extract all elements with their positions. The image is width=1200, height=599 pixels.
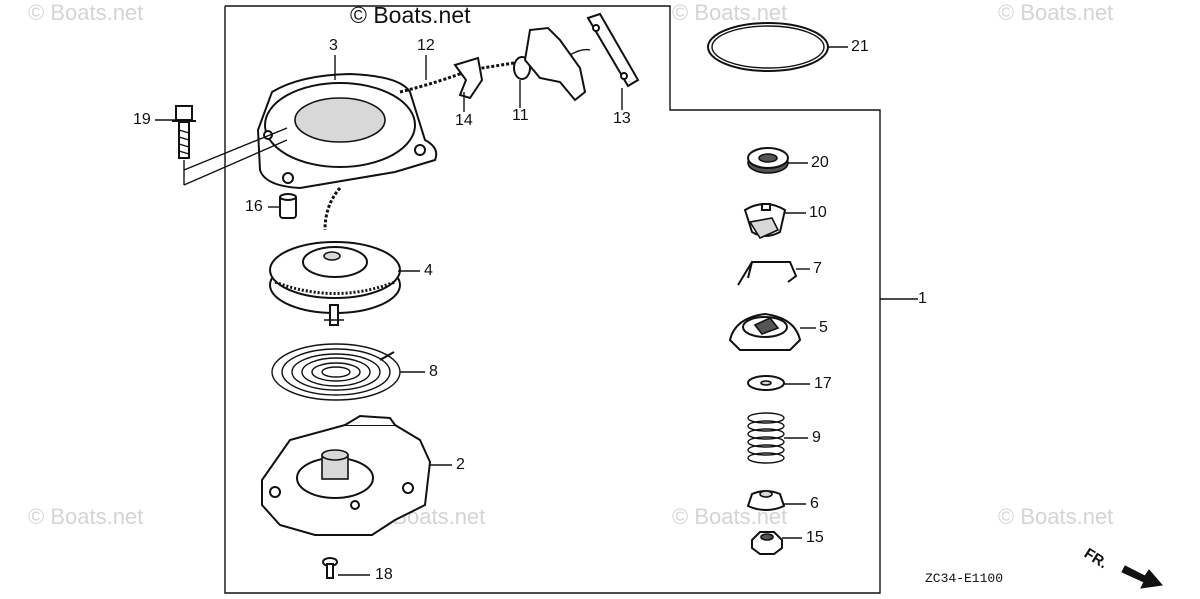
starter-cover-icon xyxy=(256,72,438,190)
callout-18: 18 xyxy=(375,566,393,583)
oil-seal-icon xyxy=(747,147,789,174)
spring-seat-icon xyxy=(746,490,786,511)
watermark: © Boats.net xyxy=(672,0,788,25)
ratchet-icon xyxy=(743,203,787,240)
callout-11: 11 xyxy=(512,107,529,124)
rope-reel-icon xyxy=(269,241,401,326)
callout-20: 20 xyxy=(811,154,829,171)
callout-10: 10 xyxy=(809,204,827,221)
watermark: © Boats.net xyxy=(28,0,144,25)
friction-spring-icon xyxy=(737,261,798,286)
watermark: © Boats.net xyxy=(28,504,144,529)
front-direction-arrow-icon xyxy=(1121,565,1163,589)
collar-icon xyxy=(279,193,297,219)
nut-icon xyxy=(751,531,783,555)
callout-19: 19 xyxy=(133,111,151,128)
starter-grip-icon xyxy=(513,26,591,102)
assembly-bracket-outline xyxy=(224,5,881,594)
callout-21: 21 xyxy=(851,38,869,55)
starter-rope-icon xyxy=(399,60,521,94)
washer-icon xyxy=(747,375,785,391)
grip-plate-icon xyxy=(586,12,640,88)
coil-spring-icon xyxy=(747,412,785,464)
callout-3: 3 xyxy=(329,37,338,54)
callout-6: 6 xyxy=(810,495,819,512)
ratchet-guide-icon xyxy=(728,312,802,351)
callout-7: 7 xyxy=(813,260,822,277)
drawing-code: ZC34-E1100 xyxy=(925,571,1004,586)
callout-15: 15 xyxy=(806,529,824,546)
callout-5: 5 xyxy=(819,319,828,336)
starter-case-icon xyxy=(261,414,432,536)
callout-8: 8 xyxy=(429,363,438,380)
callout-14: 14 xyxy=(455,112,473,129)
leader-lines xyxy=(155,46,918,576)
o-ring-icon xyxy=(707,22,829,72)
callout-17: 17 xyxy=(814,375,832,392)
rope-guide-icon xyxy=(453,56,484,100)
callout-13: 13 xyxy=(613,110,631,127)
flange-bolt-icon xyxy=(172,105,288,186)
tapping-screw-icon xyxy=(322,557,338,579)
recoil-spring-icon xyxy=(271,343,401,401)
watermark: © Boats.net xyxy=(998,504,1114,529)
callout-12: 12 xyxy=(417,37,435,54)
watermark: © Boats.net xyxy=(998,0,1114,25)
callout-2: 2 xyxy=(456,456,465,473)
callout-9: 9 xyxy=(812,429,821,446)
callout-16: 16 xyxy=(245,198,263,215)
callout-1: 1 xyxy=(918,290,927,307)
callout-4: 4 xyxy=(424,262,433,279)
